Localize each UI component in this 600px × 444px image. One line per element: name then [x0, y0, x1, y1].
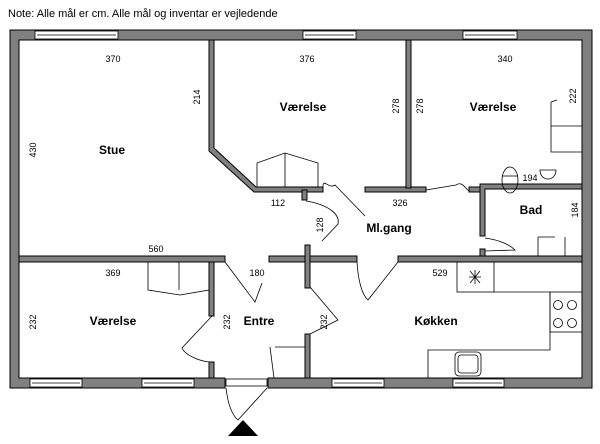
dim-v2-right: 222: [568, 88, 578, 103]
room-label-vaerelse-1: Værelse: [280, 100, 327, 114]
dim-v3-width: 369: [105, 268, 120, 278]
dim-stue-width: 370: [105, 54, 120, 64]
doors: [181, 182, 516, 421]
dim-entre-height: 232: [222, 314, 232, 329]
dim-gang-a: 112: [271, 198, 285, 208]
room-label-vaerelse-2: Værelse: [470, 100, 517, 114]
dimensions: 370 430 560 376 214 278 340 278 222 194 …: [28, 54, 580, 330]
dim-bad-width: 194: [522, 173, 537, 183]
fixtures: [147, 99, 583, 378]
dim-gang-b: 326: [392, 198, 407, 208]
dim-koekken-height: 232: [319, 314, 329, 329]
dim-koekken-width: 529: [432, 268, 447, 278]
room-label-bad: Bad: [520, 203, 543, 217]
room-label-vaerelse-3: Værelse: [90, 314, 137, 328]
dim-v1-left: 214: [192, 89, 202, 104]
dim-stue-height: 430: [28, 142, 38, 157]
dim-v3-height: 232: [28, 314, 38, 329]
room-label-entre: Entre: [244, 314, 275, 328]
dim-v2-width: 340: [497, 54, 512, 64]
dim-entre-width: 180: [249, 268, 264, 278]
dim-bad-height: 184: [570, 202, 580, 217]
windows: [29, 30, 518, 388]
dim-gang-c: 128: [315, 217, 325, 232]
outer-wall: [9, 29, 593, 389]
room-label-koekken: Køkken: [414, 314, 457, 328]
room-label-gang: Ml.gang: [366, 221, 411, 235]
entrance-arrow: [228, 420, 258, 436]
floor-plan-note: Note: Alle mål er cm. Alle mål og invent…: [8, 8, 278, 20]
dim-v1-right: 278: [391, 98, 401, 113]
dim-v2-left: 278: [415, 98, 425, 113]
dim-stue-bottom: 560: [148, 244, 163, 254]
room-label-stue: Stue: [99, 143, 125, 157]
dim-v1-width: 376: [299, 54, 314, 64]
